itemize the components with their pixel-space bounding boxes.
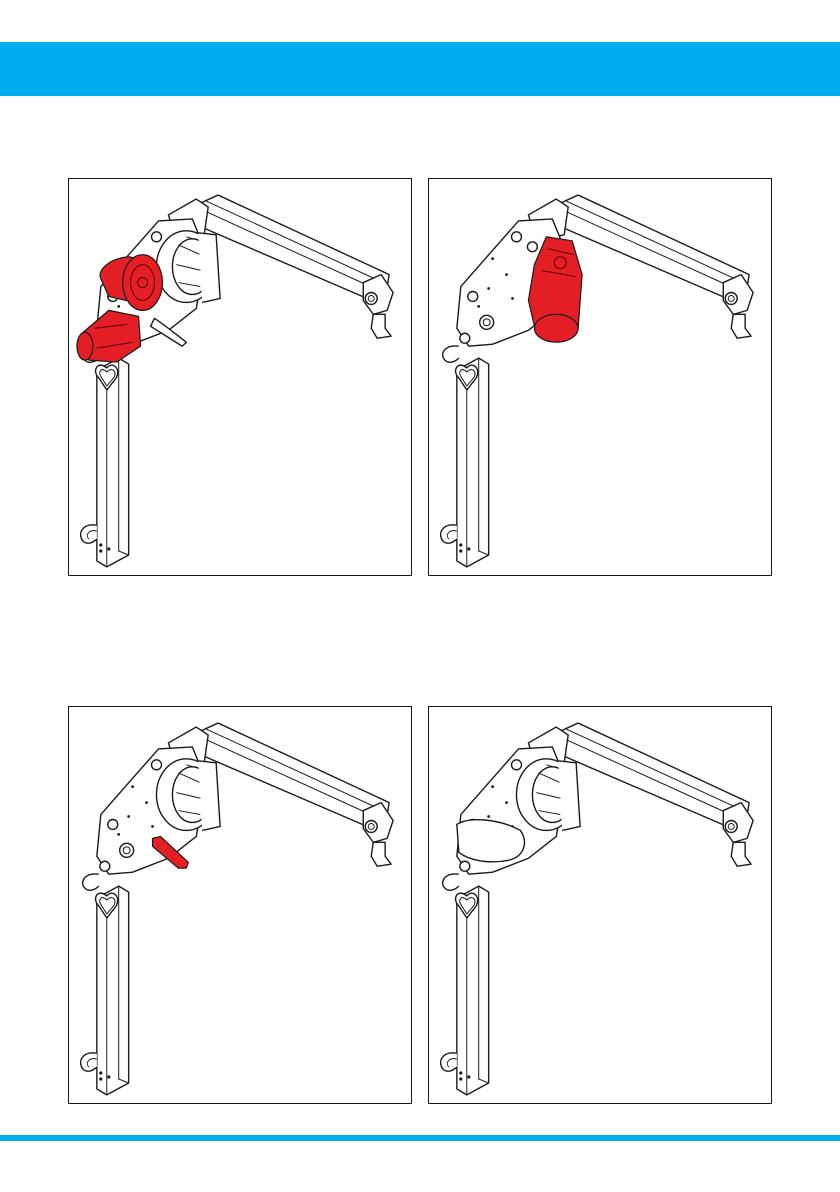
header-band	[0, 42, 840, 96]
crane-illustration	[69, 707, 411, 1103]
figure-motor-gearbox	[68, 178, 412, 576]
figure-assembled	[428, 706, 772, 1104]
crane-illustration	[429, 179, 771, 575]
figure-motor-under-cover	[428, 178, 772, 576]
figure-crank-handle	[68, 706, 412, 1104]
crane-illustration	[429, 707, 771, 1103]
footer-line	[0, 1135, 840, 1141]
crane-illustration	[69, 179, 411, 575]
